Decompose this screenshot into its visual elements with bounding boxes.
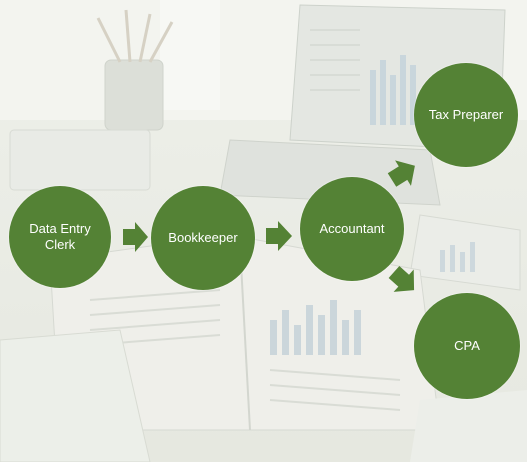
- node-bookkeeper: Bookkeeper: [151, 186, 255, 290]
- node-tax-preparer: Tax Preparer: [414, 63, 518, 167]
- node-accountant-label: Accountant: [319, 221, 385, 236]
- node-data-entry-clerk-label: Data Entry Clerk: [29, 221, 91, 252]
- node-tax-preparer-label: Tax Preparer: [428, 107, 504, 122]
- node-accountant: Accountant: [300, 177, 404, 281]
- node-cpa: CPA: [414, 293, 520, 399]
- node-bookkeeper-label: Bookkeeper: [168, 230, 238, 245]
- node-data-entry-clerk: Data Entry Clerk: [9, 186, 111, 288]
- node-cpa-label: CPA: [454, 338, 480, 353]
